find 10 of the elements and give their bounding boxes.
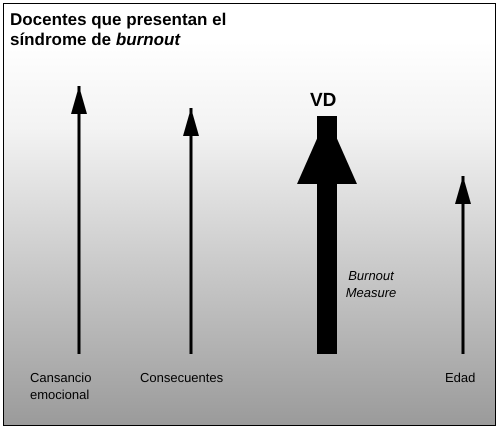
variable-label: Consecuentes — [140, 369, 240, 386]
variable-label: Edad — [445, 369, 495, 386]
diagram-title: Docentes que presentan el síndrome de burnout — [10, 10, 228, 50]
arrow — [297, 116, 357, 354]
arrow — [71, 86, 87, 354]
arrow — [455, 176, 471, 354]
arrow — [183, 108, 199, 354]
variable-label: VD — [310, 90, 350, 112]
variable-label: Cansancio emocional — [30, 369, 110, 403]
edge-label: Burnout Measure — [344, 267, 398, 301]
